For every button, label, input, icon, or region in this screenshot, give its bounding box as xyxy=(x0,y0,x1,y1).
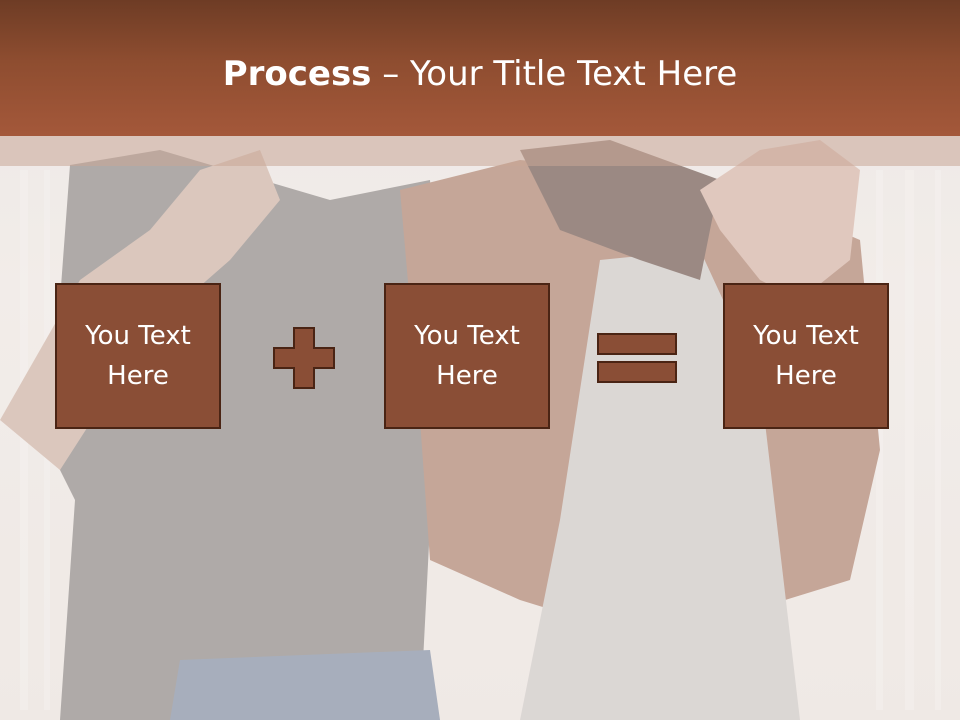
process-step-1-box[interactable]: You Text Here xyxy=(55,283,221,429)
process-step-2-text: You Text Here xyxy=(414,321,520,391)
title-banner xyxy=(0,0,960,136)
process-step-1-text: You Text Here xyxy=(85,321,191,391)
slide-title-bold: Process xyxy=(222,54,372,94)
equals-icon xyxy=(597,333,677,383)
process-result-box[interactable]: You Text Here xyxy=(723,283,889,429)
plus-icon xyxy=(273,327,335,389)
title-banner-band xyxy=(0,136,960,166)
slide-title: Process – Your Title Text Here xyxy=(0,52,960,96)
process-step-2-box[interactable]: You Text Here xyxy=(384,283,550,429)
process-result-text: You Text Here xyxy=(753,321,859,391)
slide-title-rest: – Your Title Text Here xyxy=(371,54,738,94)
